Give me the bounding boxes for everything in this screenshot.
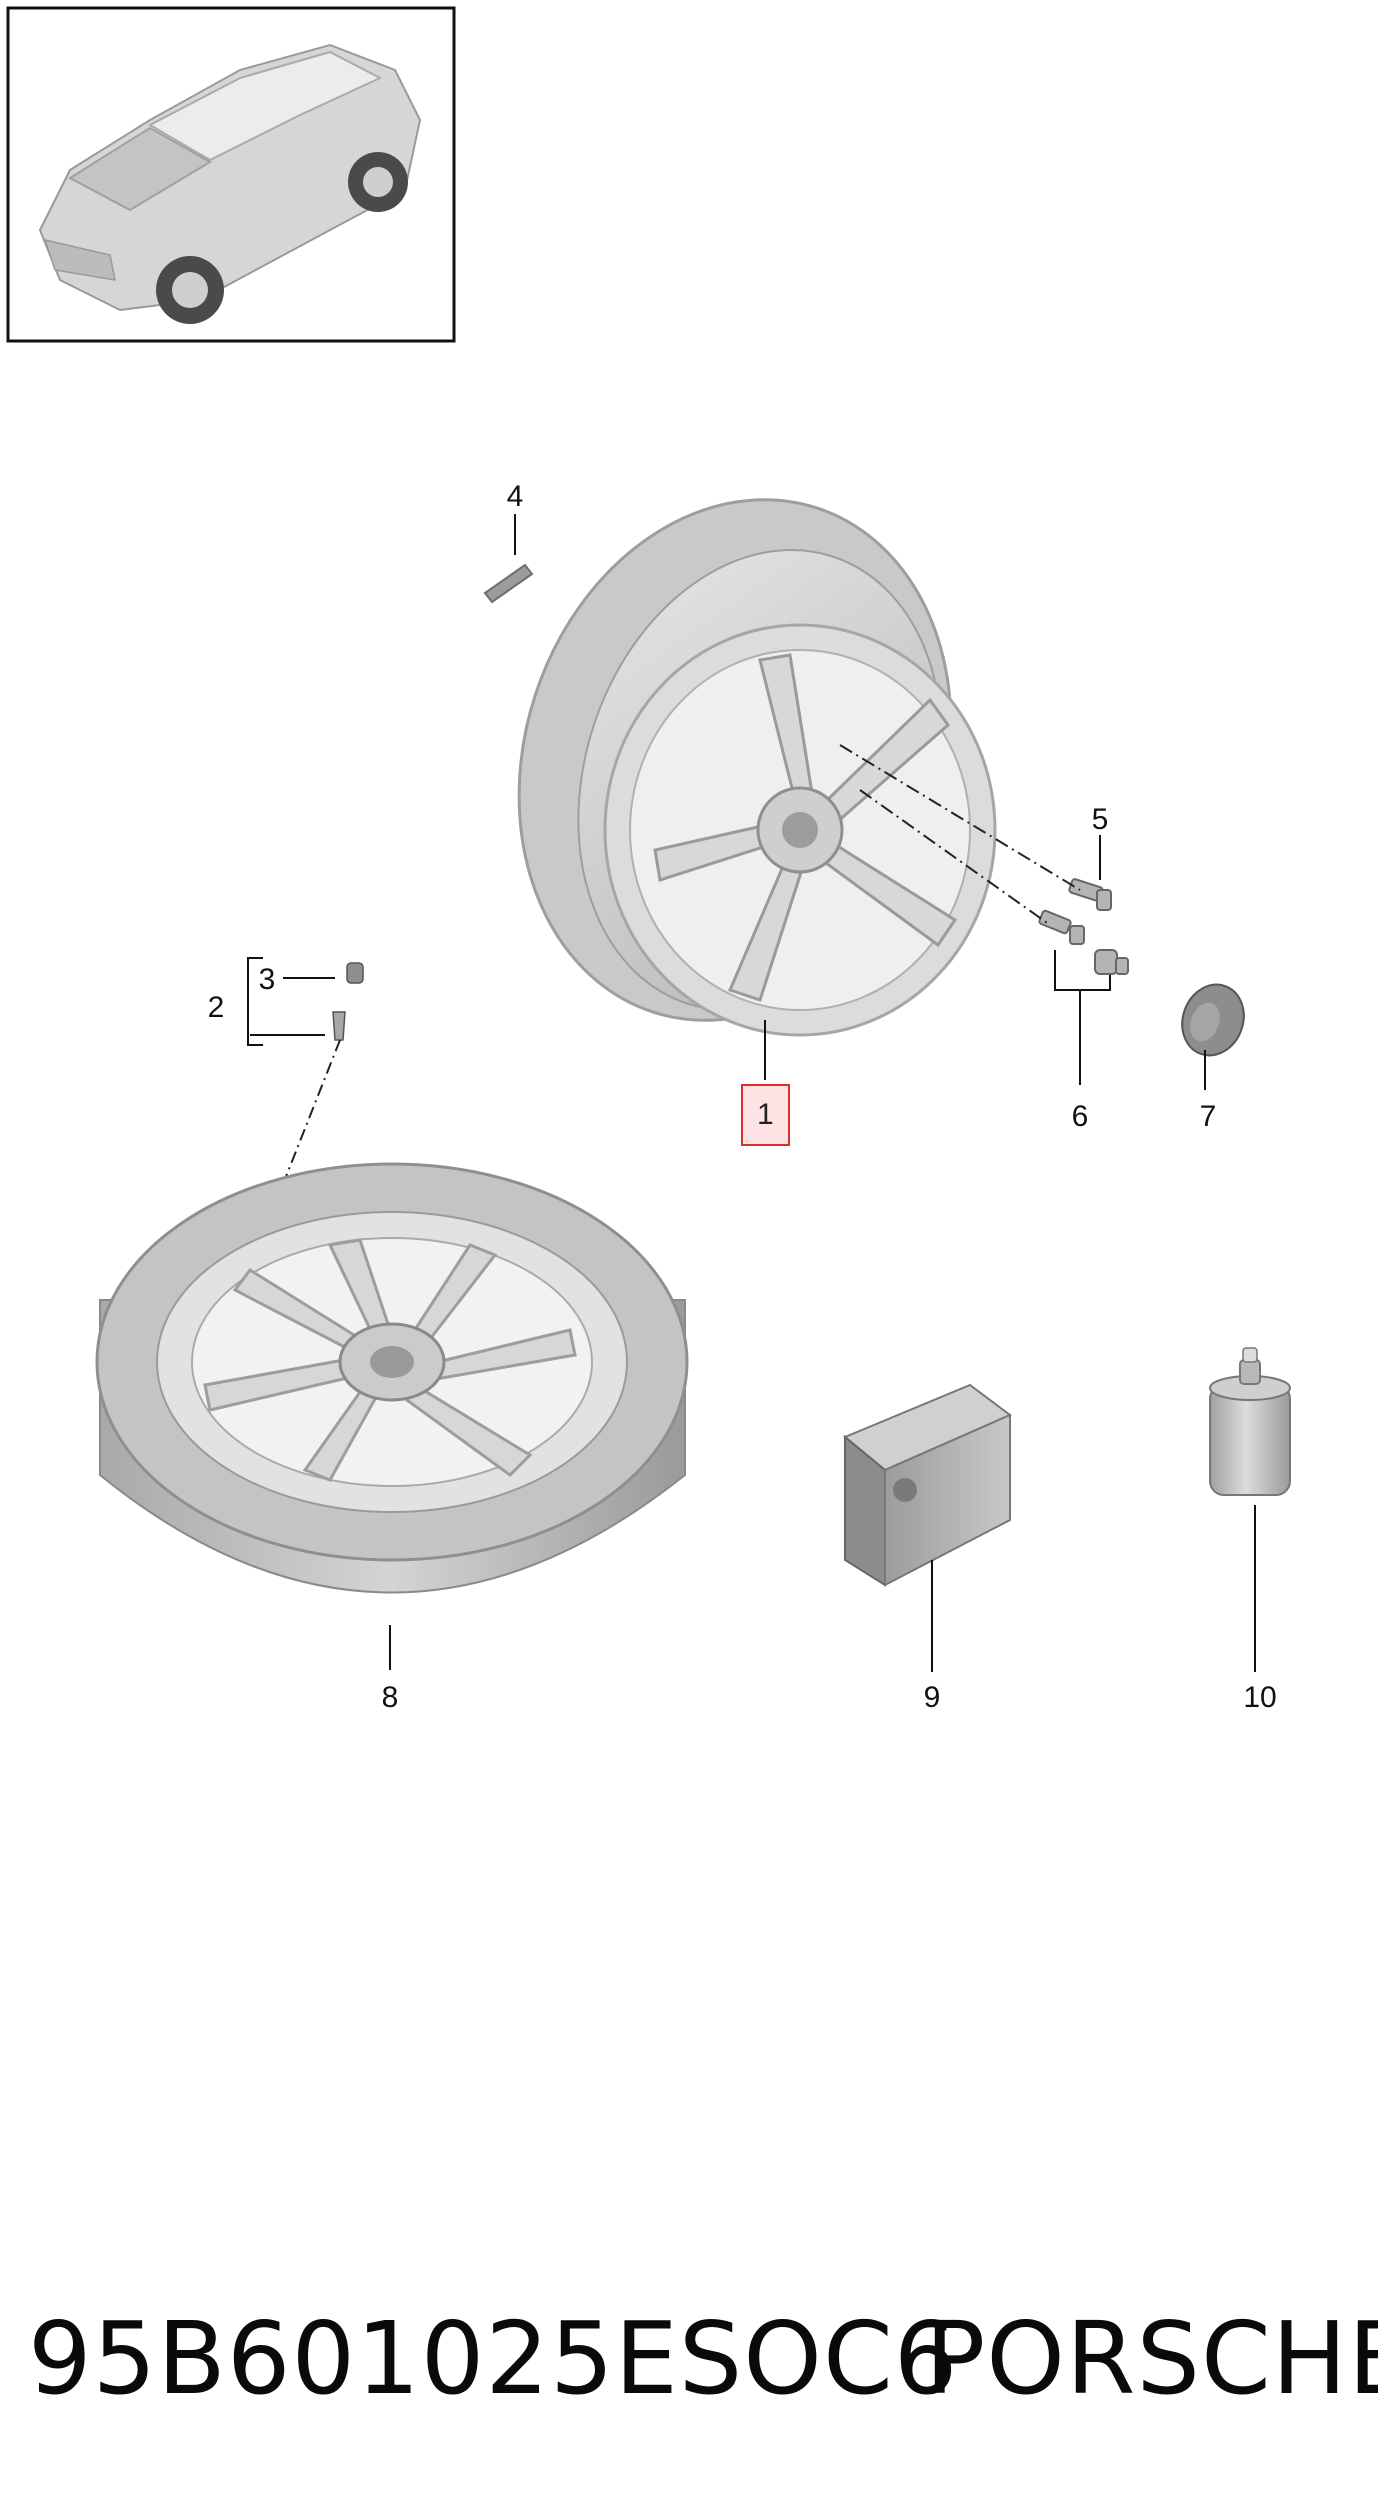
brand-name: PORSCHE (925, 2300, 1378, 2417)
alloy-wheel (517, 498, 997, 1037)
callout-6[interactable]: 6 (1071, 1100, 1089, 1133)
balance-weight (483, 563, 534, 604)
callout-4[interactable]: 4 (506, 480, 524, 513)
vehicle-thumbnail (6, 6, 456, 343)
callout-5[interactable]: 5 (1091, 803, 1109, 836)
part-number: 95B601025ESOC6 (28, 2300, 959, 2417)
callout-10[interactable]: 10 (1243, 1681, 1277, 1714)
center-cap (1181, 983, 1245, 1057)
callout-9[interactable]: 9 (923, 1681, 941, 1714)
spare-wheel (95, 1162, 689, 1594)
callout-8[interactable]: 8 (381, 1681, 399, 1714)
sealant-bottle (1209, 1347, 1291, 1496)
leader-lines (247, 514, 1256, 1672)
callout-7[interactable]: 7 (1199, 1100, 1217, 1133)
compressor (843, 1383, 1012, 1587)
callout-3[interactable]: 3 (258, 963, 276, 996)
wheel-bolts (839, 744, 1129, 975)
callout-1-highlighted[interactable]: 1 (741, 1084, 790, 1146)
footer-caption: 95B601025ESOC6 PORSCHE (0, 2300, 1378, 2420)
callout-2[interactable]: 2 (207, 991, 225, 1024)
